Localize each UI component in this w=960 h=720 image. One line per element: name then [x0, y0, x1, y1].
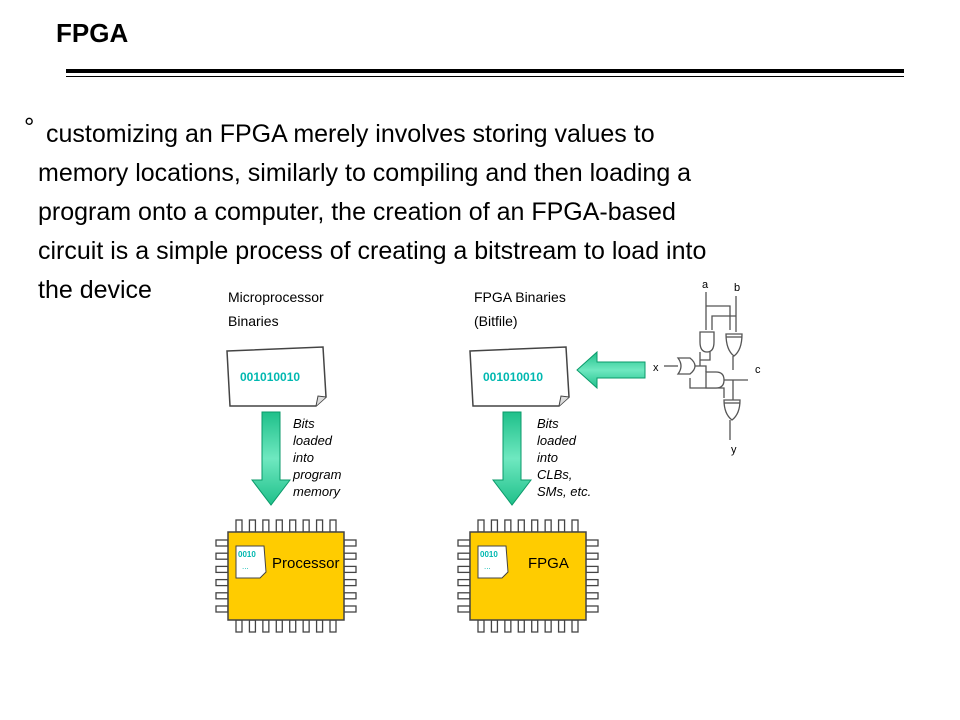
- fpga-chip-bits: 0010: [480, 550, 498, 559]
- logic-circuit: a b x c y: [653, 279, 761, 456]
- processor-chip-icon: 0010 ... Processor: [215, 519, 357, 633]
- bullet-marker: °: [24, 112, 35, 142]
- fpga-chip-icon: 0010 ... FPGA: [457, 519, 599, 633]
- fpga-group: FPGA Binaries (Bitfile) 001010010 Bits l…: [457, 289, 646, 633]
- fpga-load-arrow-icon: [491, 411, 533, 506]
- fpga-chip-dots: ...: [484, 562, 491, 571]
- bullet-line: program onto a computer, the creation of…: [38, 198, 676, 226]
- fpga-caption-line: loaded: [537, 433, 577, 448]
- title-underline-thick: [66, 69, 904, 73]
- or-gate-icon: [725, 333, 743, 357]
- fpga-heading-line1: FPGA Binaries: [474, 289, 566, 305]
- microprocessor-caption-line: into: [293, 450, 314, 465]
- bullet-line: circuit is a simple process of creating …: [38, 237, 707, 265]
- fpga-caption-line: into: [537, 450, 558, 465]
- fpga-heading-line2: (Bitfile): [474, 313, 518, 329]
- circuit-input-b-label: b: [734, 282, 740, 294]
- circuit-output-y-label: y: [731, 444, 737, 456]
- microprocessor-heading-line2: Binaries: [228, 313, 279, 329]
- microprocessor-caption-line: loaded: [293, 433, 333, 448]
- microprocessor-binary-file-icon: 001010010: [226, 346, 327, 407]
- microprocessor-file-bits: 001010010: [240, 370, 300, 384]
- fpga-file-bits: 001010010: [483, 370, 543, 384]
- processor-chip-dots: ...: [242, 562, 249, 571]
- microprocessor-group: Microprocessor Binaries 001010010 Bits l…: [215, 289, 357, 633]
- bullet-paragraph: customizing an FPGA merely involves stor…: [38, 115, 918, 310]
- fpga-caption-line: CLBs,: [537, 467, 572, 482]
- circuit-output-c-label: c: [755, 364, 761, 376]
- bullet-line: the device: [38, 276, 152, 304]
- bullet-line: memory locations, similarly to compiling…: [38, 159, 692, 187]
- bullet-line: customizing an FPGA merely involves stor…: [46, 120, 655, 148]
- microprocessor-caption-line: Bits: [293, 416, 315, 431]
- microprocessor-load-arrow-icon: [250, 411, 292, 506]
- circuit-input-a-label: a: [702, 279, 709, 291]
- title-underline-thin: [66, 76, 904, 77]
- and-gate-icon: [699, 331, 715, 353]
- circuit-to-bitfile-arrow-icon: [576, 350, 646, 390]
- and-gate-icon: [705, 371, 725, 389]
- fpga-caption-line: Bits: [537, 416, 559, 431]
- fpga-bitfile-icon: 001010010: [469, 346, 570, 407]
- slide-title: FPGA: [56, 18, 129, 48]
- processor-chip-bits: 0010: [238, 550, 256, 559]
- microprocessor-caption-line: memory: [293, 484, 341, 499]
- microprocessor-caption-line: program: [292, 467, 342, 482]
- processor-chip-label: Processor: [272, 555, 340, 572]
- fpga-caption-line: SMs, etc.: [537, 484, 591, 499]
- or-gate-icon: [723, 399, 741, 421]
- microprocessor-heading-line1: Microprocessor: [228, 289, 324, 305]
- fpga-chip-label: FPGA: [528, 555, 569, 572]
- circuit-input-x-label: x: [653, 362, 659, 374]
- or-gate-icon: [676, 357, 696, 375]
